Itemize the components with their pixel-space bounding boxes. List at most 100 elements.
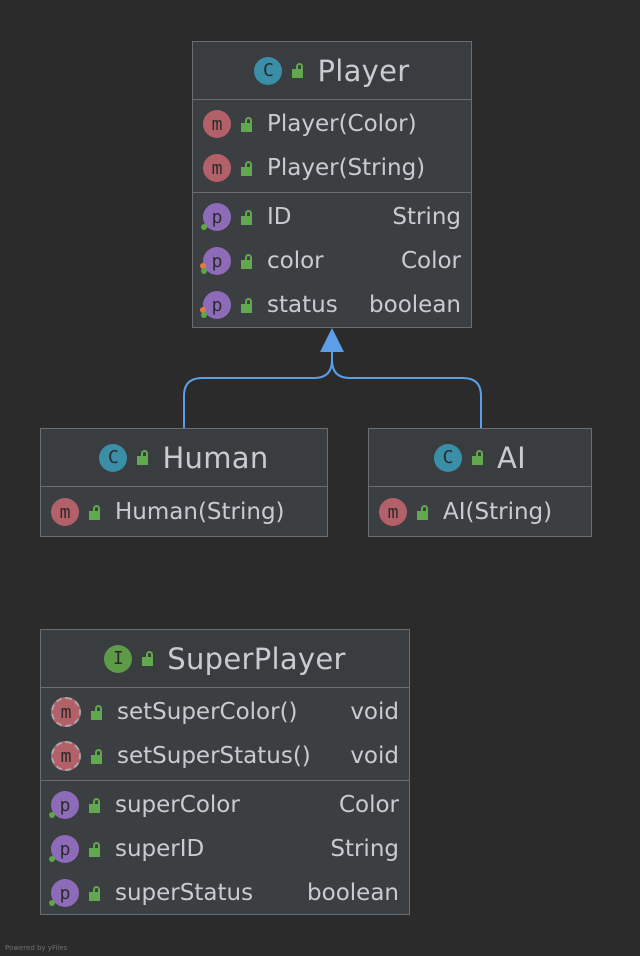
getter-dot-icon — [49, 856, 55, 862]
class-name: SuperPlayer — [167, 641, 346, 676]
class-name: Player — [317, 53, 410, 88]
inheritance-arrowhead — [320, 328, 344, 352]
field-row[interactable]: p ID String — [193, 195, 471, 239]
public-lock-icon — [241, 209, 254, 225]
class-icon: C — [99, 443, 128, 472]
property-kind-label: p — [211, 294, 223, 316]
class-icon: C — [434, 443, 462, 472]
class-header: C Player — [193, 42, 471, 100]
public-lock-icon — [241, 253, 254, 269]
class-header: I SuperPlayer — [41, 630, 409, 688]
class-human[interactable]: C Human m Human(String) — [40, 428, 328, 537]
public-lock-icon — [91, 704, 104, 720]
method-row[interactable]: m Player(Color) — [193, 102, 471, 146]
method-row[interactable]: m AI(String) — [369, 490, 591, 534]
property-kind-label: p — [59, 794, 71, 816]
property-icon: p — [49, 791, 79, 819]
methods-section: m Player(Color) m Player(String) — [193, 100, 471, 193]
fields-section: p superColor Color p superID String p su… — [41, 781, 409, 917]
getter-dot-icon — [201, 312, 207, 318]
class-player[interactable]: C Player m Player(Color) m Player(String… — [192, 41, 472, 328]
property-kind-label: p — [59, 882, 71, 904]
public-lock-icon — [89, 504, 102, 520]
public-lock-icon — [89, 841, 102, 857]
field-row[interactable]: p color Color — [193, 239, 471, 283]
edge-ai-to-player[interactable] — [331, 352, 482, 428]
class-ai[interactable]: C AI m AI(String) — [368, 428, 592, 537]
method-icon: m — [203, 110, 231, 138]
field-name: ID — [267, 204, 292, 230]
property-kind-label: p — [211, 250, 223, 272]
setter-dot-icon — [200, 307, 206, 313]
public-lock-icon — [241, 297, 254, 313]
method-name: setSuperStatus() — [117, 743, 311, 769]
interface-icon: I — [104, 644, 133, 673]
property-kind-label: p — [59, 838, 71, 860]
method-icon: m — [51, 498, 79, 526]
property-icon: p — [200, 247, 231, 275]
method-row[interactable]: m Player(String) — [193, 146, 471, 190]
abstract-method-icon: m — [51, 697, 81, 727]
method-return-type: void — [350, 743, 399, 769]
public-lock-icon — [241, 116, 254, 132]
method-name: Player(Color) — [267, 111, 417, 137]
public-lock-icon — [89, 885, 102, 901]
method-name: Player(String) — [267, 155, 426, 181]
method-return-type: void — [350, 699, 399, 725]
getter-dot-icon — [49, 900, 55, 906]
public-lock-icon — [91, 748, 104, 764]
class-header: C AI — [369, 429, 591, 487]
field-type: Color — [338, 792, 399, 818]
field-type: String — [392, 204, 461, 230]
field-name: superStatus — [115, 880, 254, 906]
property-icon: p — [200, 291, 231, 319]
getter-dot-icon — [201, 268, 207, 274]
abstract-method-icon: m — [51, 741, 81, 771]
fields-section: p ID String p color Color p statu — [193, 193, 471, 329]
property-icon: p — [201, 203, 231, 231]
method-name: Human(String) — [115, 499, 285, 525]
public-lock-icon — [142, 651, 155, 666]
method-name: AI(String) — [443, 499, 553, 525]
field-type: boolean — [307, 880, 399, 906]
setter-dot-icon — [200, 263, 206, 269]
method-row[interactable]: m setSuperColor() void — [41, 690, 409, 734]
public-lock-icon — [417, 504, 430, 520]
field-row[interactable]: p superStatus boolean — [41, 871, 409, 915]
field-type: String — [330, 836, 399, 862]
class-icon: C — [254, 56, 283, 85]
field-name: status — [267, 292, 338, 318]
public-lock-icon — [89, 797, 102, 813]
field-name: superID — [115, 836, 205, 862]
class-name: Human — [162, 440, 269, 475]
methods-section: m setSuperColor() void m setSuperStatus(… — [41, 688, 409, 781]
field-name: superColor — [115, 792, 240, 818]
field-type: Color — [400, 248, 461, 274]
property-kind-label: p — [211, 206, 223, 228]
getter-dot-icon — [201, 224, 207, 230]
method-icon: m — [379, 498, 407, 526]
methods-section: m AI(String) — [369, 487, 591, 537]
method-icon: m — [203, 154, 231, 182]
field-row[interactable]: p status boolean — [193, 283, 471, 327]
property-icon: p — [49, 835, 79, 863]
field-type: boolean — [369, 292, 461, 318]
field-row[interactable]: p superID String — [41, 827, 409, 871]
field-row[interactable]: p superColor Color — [41, 783, 409, 827]
class-header: C Human — [41, 429, 327, 487]
class-name: AI — [497, 440, 526, 475]
property-icon: p — [49, 879, 79, 907]
field-name: color — [267, 248, 324, 274]
edge-human-to-player[interactable] — [183, 352, 333, 428]
getter-dot-icon — [49, 812, 55, 818]
method-name: setSuperColor() — [117, 699, 298, 725]
public-lock-icon — [292, 63, 305, 78]
powered-by-label: Powered by yFiles — [5, 944, 68, 952]
interface-superplayer[interactable]: I SuperPlayer m setSuperColor() void m s… — [40, 629, 410, 915]
public-lock-icon — [472, 450, 485, 465]
method-row[interactable]: m setSuperStatus() void — [41, 734, 409, 778]
method-row[interactable]: m Human(String) — [41, 490, 327, 534]
methods-section: m Human(String) — [41, 487, 327, 537]
public-lock-icon — [137, 450, 150, 465]
